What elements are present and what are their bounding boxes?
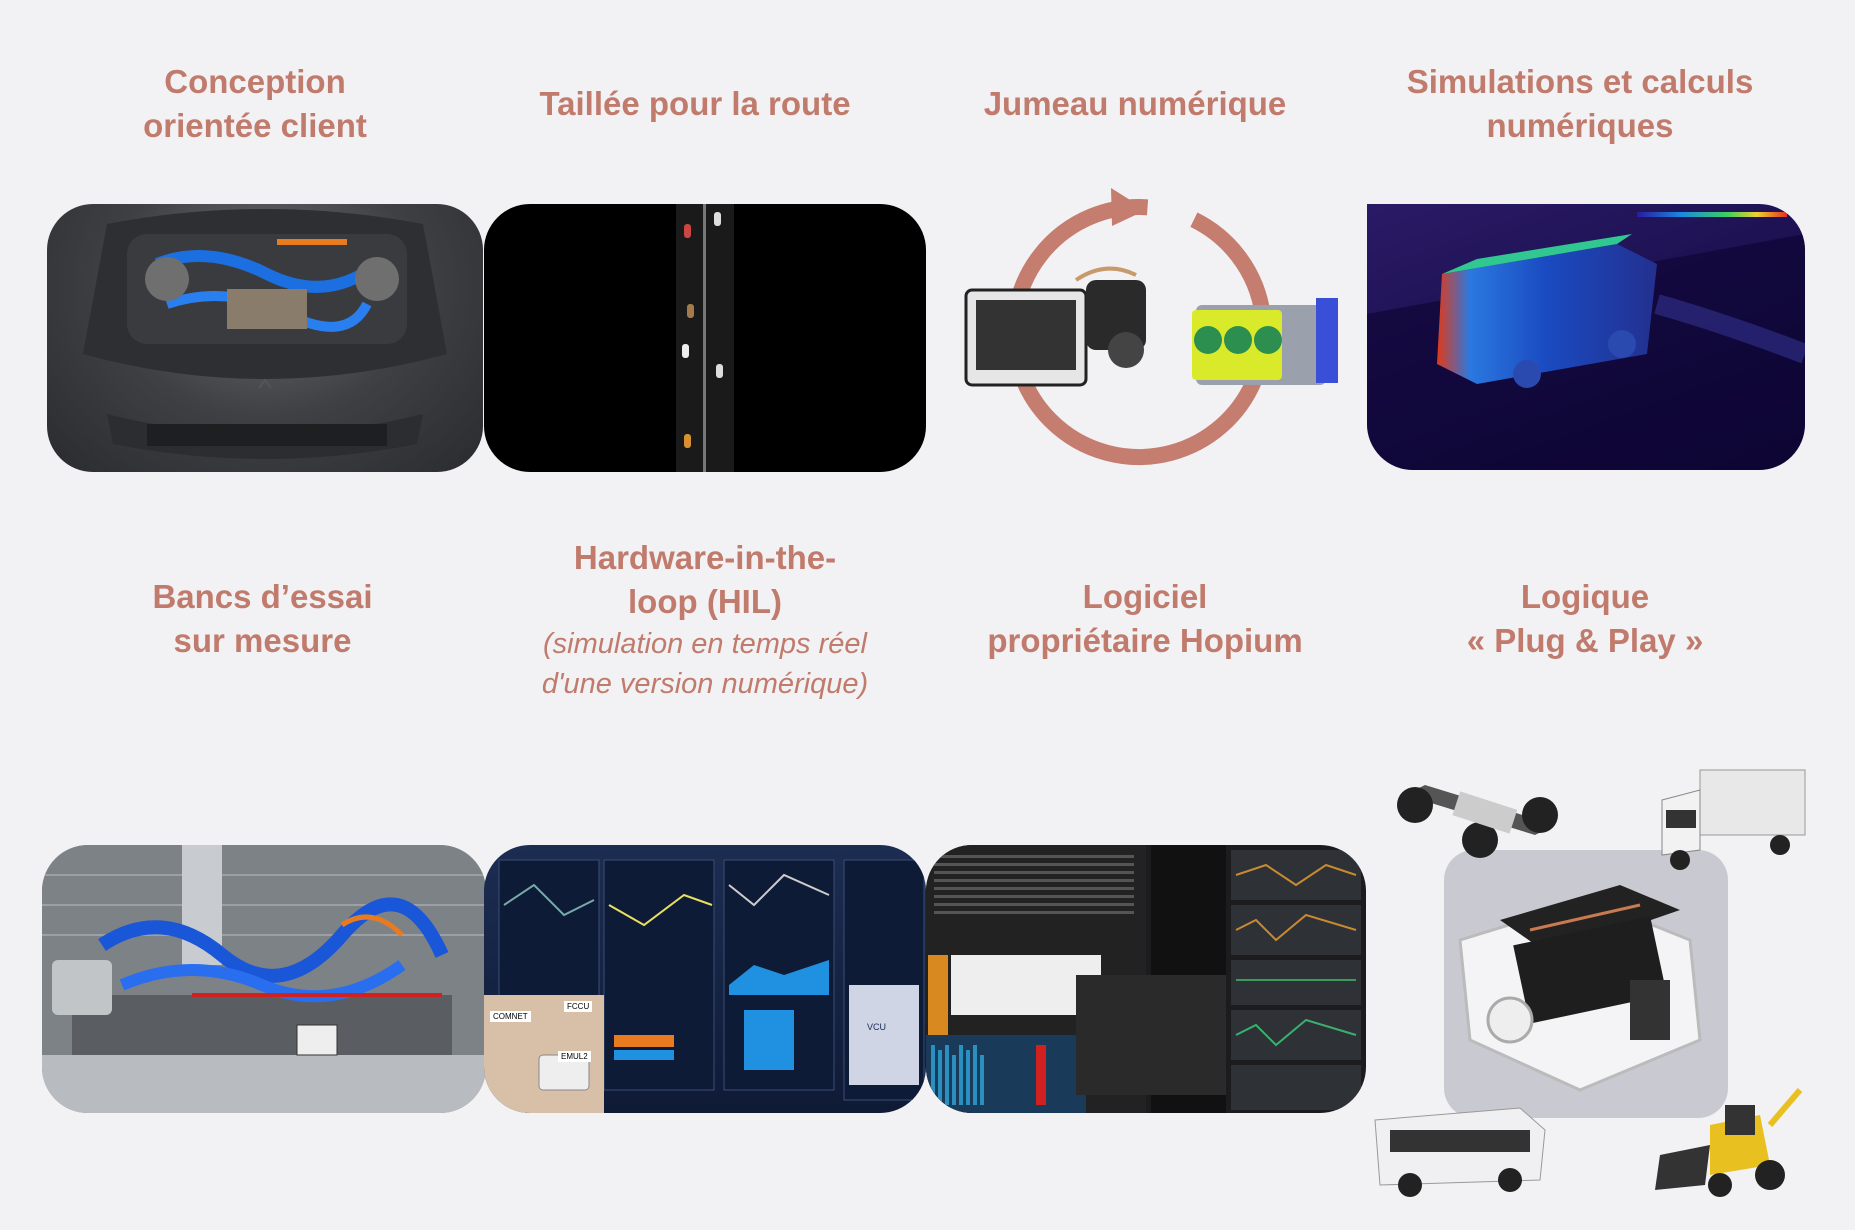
road-center-line — [703, 204, 706, 472]
digital-twin-cycle-icon — [964, 188, 1338, 465]
title-plug-play: Logique « Plug & Play » — [1466, 578, 1704, 659]
hil-label-fccu: FCCU — [564, 1001, 593, 1012]
hil-label-comnet: COMNET — [490, 1011, 531, 1022]
hil-label-vcu: VCU — [867, 1022, 887, 1032]
backhoe-loader-icon — [1655, 1088, 1803, 1197]
road-vehicle — [682, 344, 689, 358]
fea-stack-icon — [1192, 298, 1338, 385]
title-conception: Conception orientée client — [143, 63, 367, 144]
cfd-simulation-image — [1367, 204, 1805, 470]
digital-twin-graphic — [936, 180, 1366, 500]
road-vehicle — [687, 304, 694, 318]
title-jumeau: Jumeau numérique — [983, 85, 1287, 122]
road-vehicle — [714, 212, 721, 226]
test-bench-graphic — [42, 845, 486, 1113]
road-vehicle — [716, 364, 723, 378]
hil-label-emul2: EMUL2 — [558, 1051, 591, 1062]
hopium-software-image — [926, 845, 1366, 1113]
title-simulations: Simulations et calculs numériques — [1406, 63, 1754, 144]
software-screens-graphic — [926, 845, 1361, 1113]
road-vehicle — [684, 224, 691, 238]
bus-vehicle-icon — [1374, 1107, 1546, 1197]
cfd-bus-graphic — [1367, 212, 1805, 470]
title-bancs: Bancs d’essai sur mesure — [152, 578, 373, 659]
plug-play-module-graphic — [1458, 885, 1702, 1092]
title-route: Taillée pour la route — [539, 85, 851, 122]
test-bench-image — [42, 845, 486, 1113]
road-aerial-image — [484, 204, 926, 472]
road-vehicle — [684, 434, 691, 448]
title-logiciel: Logiciel propriétaire Hopium — [987, 578, 1303, 659]
title-hil: Hardware-in-the- loop (HIL) (simulation … — [541, 539, 869, 700]
hil-screens-graphic — [484, 859, 925, 1113]
chassis-vehicle-icon — [1397, 785, 1558, 858]
fuel-cell-module-icon — [964, 266, 1146, 387]
car-engine-bay-graphic — [83, 209, 447, 459]
truck-vehicle-icon — [1661, 769, 1806, 870]
car-engine-bay-image — [47, 204, 483, 472]
hil-dashboard-image: COMNET FCCU EMUL2 VCU — [484, 845, 926, 1113]
